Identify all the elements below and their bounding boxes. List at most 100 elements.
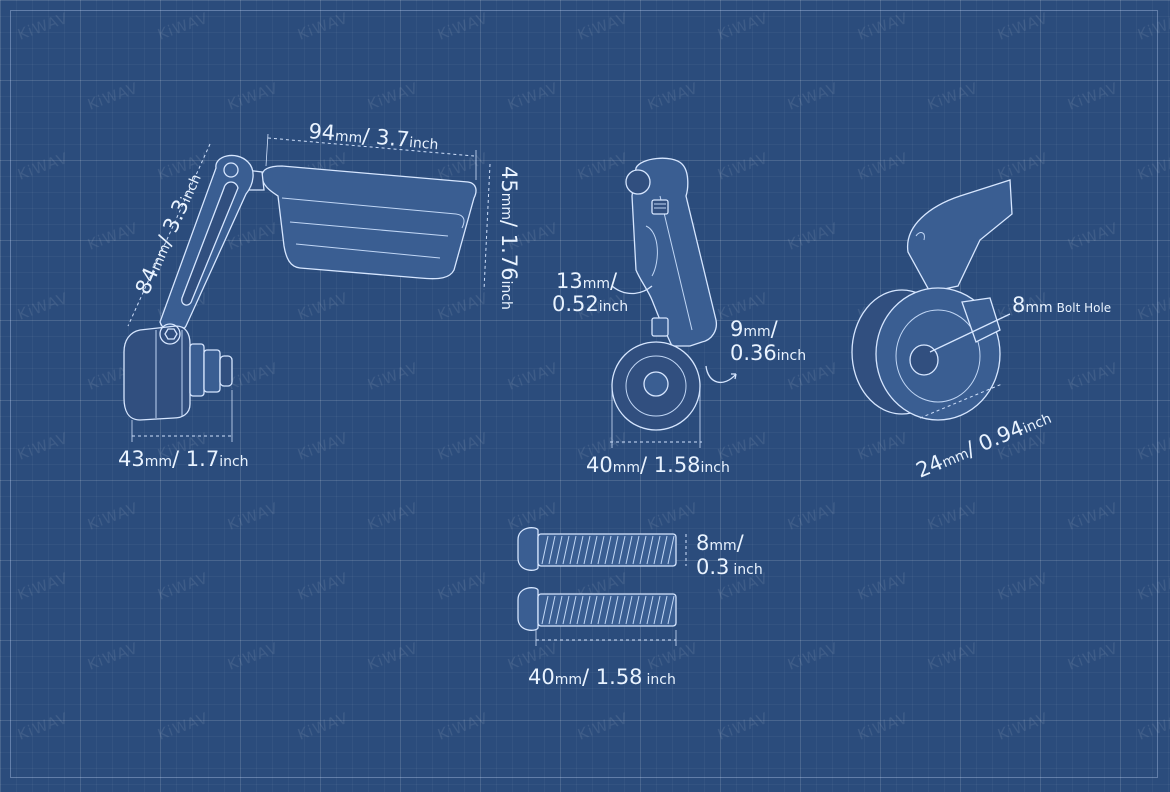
perspective-bolt-hole (909, 344, 939, 376)
watermark-text: KiWAV (435, 429, 491, 464)
watermark-text: KiWAV (855, 429, 911, 464)
label-mount-width: 43mm/ 1.7inch (118, 447, 249, 471)
watermark-text: KiWAV (1135, 709, 1170, 744)
watermark-text: KiWAV (855, 569, 911, 604)
label-mirror-height: 45mm/ 1.76inch (497, 166, 521, 310)
watermark-text: KiWAV (645, 639, 701, 674)
watermark-text: KiWAV (295, 429, 351, 464)
watermark-text: KiWAV (1065, 499, 1121, 534)
watermark-text: KiWAV (225, 499, 281, 534)
label-lever-offset-2: 0.52inch (552, 292, 628, 316)
watermark-text: KiWAV (295, 569, 351, 604)
watermark-text: KiWAV (15, 429, 71, 464)
watermark-text: KiWAV (645, 499, 701, 534)
watermark-text: KiWAV (785, 219, 841, 254)
bolt-2-thread (541, 595, 675, 625)
leader-bolt-hole (929, 313, 1011, 353)
watermark-text: KiWAV (15, 149, 71, 184)
watermark-text: KiWAV (435, 149, 491, 184)
watermark-text: KiWAV (925, 639, 981, 674)
watermark-text: KiWAV (155, 9, 211, 44)
mirror-assembly-drawing (123, 133, 491, 442)
bolt-1-thread (541, 535, 675, 565)
bar-end-hole (643, 371, 669, 397)
perspective-disc-ring (895, 309, 981, 403)
watermark-text: KiWAV (1135, 289, 1170, 324)
watermark-text: KiWAV (785, 639, 841, 674)
watermark-text: KiWAV (1065, 79, 1121, 114)
arm-top-joint (223, 162, 239, 178)
watermark-text: KiWAV (1065, 639, 1121, 674)
watermark-text: KiWAV (575, 9, 631, 44)
bolt-2-head (517, 587, 539, 631)
watermark-text: KiWAV (365, 359, 421, 394)
watermark-text: KiWAV (505, 79, 561, 114)
watermark-text: KiWAV (85, 79, 141, 114)
watermark-text: KiWAV (855, 9, 911, 44)
mount-cylinder (123, 325, 191, 421)
watermark-text: KiWAV (85, 499, 141, 534)
watermark-text: KiWAV (15, 709, 71, 744)
perspective-arm (907, 179, 1013, 293)
screw-thread (654, 203, 666, 209)
watermark-text: KiWAV (505, 359, 561, 394)
watermark-text: KiWAV (855, 149, 911, 184)
watermark-text: KiWAV (1135, 569, 1170, 604)
mount-collar (189, 343, 205, 397)
watermark-text: KiWAV (1065, 359, 1121, 394)
watermark-text: KiWAV (575, 709, 631, 744)
watermark-text: KiWAV (1135, 429, 1170, 464)
watermark-text: KiWAV (295, 289, 351, 324)
label-lever-offset-1: 13mm/ (556, 269, 618, 293)
watermark-text: KiWAV (365, 79, 421, 114)
watermark-text: KiWAV (925, 79, 981, 114)
watermark-text: KiWAV (715, 149, 771, 184)
label-mirror-width: 94mm/ 3.7inch (308, 119, 440, 154)
mirror-arm-slot (181, 181, 239, 306)
mirror-head-ridge (281, 197, 465, 259)
watermark-text: KiWAV (995, 569, 1051, 604)
watermark-text: KiWAV (785, 499, 841, 534)
watermark-text: KiWAV (995, 709, 1051, 744)
watermark-text: KiWAV (1135, 9, 1170, 44)
label-bolt-diameter-1: 8mm/ (696, 531, 745, 555)
watermark-text: KiWAV (295, 709, 351, 744)
watermark-text: KiWAV (1065, 219, 1121, 254)
watermark-text: KiWAV (15, 289, 71, 324)
watermark-text: KiWAV (715, 9, 771, 44)
mirror-head (261, 165, 477, 280)
mount-tip (219, 355, 233, 387)
watermark-text: KiWAV (855, 709, 911, 744)
perspective-arm-detail (915, 232, 925, 241)
hex-bolt-head (159, 323, 181, 345)
clamp-neck (651, 317, 669, 337)
clamp-side-view-drawing (610, 157, 737, 448)
watermark-text: KiWAV (435, 289, 491, 324)
dim-line-mirror-width (267, 137, 475, 157)
watermark-text: KiWAV (85, 219, 141, 254)
dim-line-mirror-height (483, 163, 491, 291)
watermark-text: KiWAV (15, 569, 71, 604)
watermark-text: KiWAV (995, 9, 1051, 44)
watermark-text: KiWAV (1135, 149, 1170, 184)
watermark-text: KiWAV (365, 499, 421, 534)
watermark-text: KiWAV (715, 709, 771, 744)
watermark-text: KiWAV (85, 639, 141, 674)
mount-cylinder-line (155, 330, 183, 418)
mount-collar-2 (203, 349, 221, 393)
watermark-text: KiWAV (715, 429, 771, 464)
watermark-text: KiWAV (645, 79, 701, 114)
bolt-1-head (517, 527, 539, 571)
bar-end-perspective-drawing (851, 179, 1013, 421)
blueprint-frame (10, 10, 1158, 778)
watermark-text: KiWAV (225, 639, 281, 674)
perspective-clamp-screw (961, 297, 1001, 343)
label-clamp-gap-2: 0.36inch (730, 341, 806, 365)
watermark-text: KiWAV (435, 709, 491, 744)
clamp-body-edge (645, 195, 693, 331)
